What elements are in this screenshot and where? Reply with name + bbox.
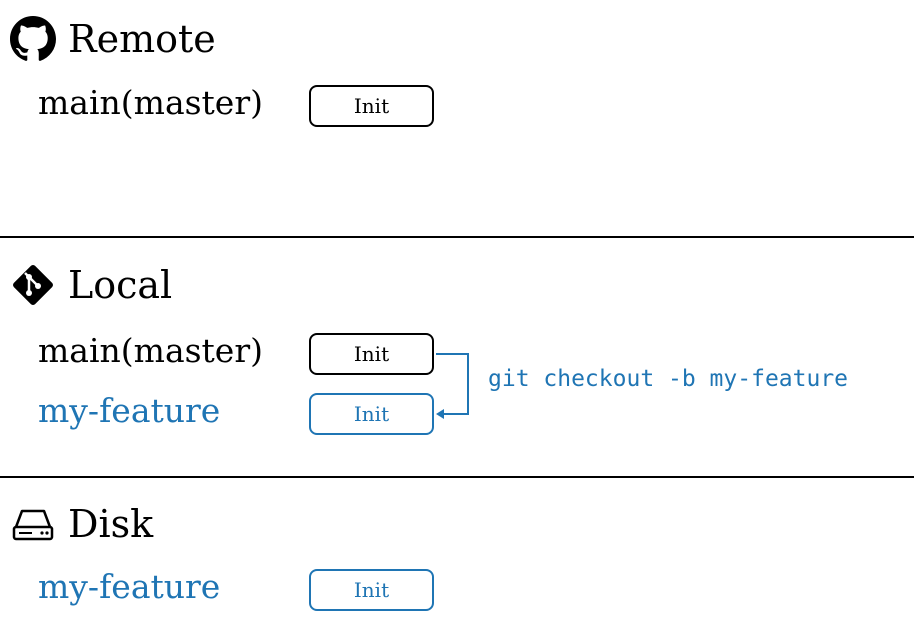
- local-section-title: Local: [10, 262, 172, 308]
- github-icon: [10, 16, 56, 62]
- disk-section-title: Disk: [10, 501, 153, 547]
- local-branch-feature-label: my-feature: [38, 391, 221, 430]
- checkout-arrow: [436, 353, 469, 419]
- remote-branch-main-label: main(master): [38, 83, 263, 122]
- local-branch-main-label: main(master): [38, 331, 263, 370]
- hard-drive-icon: [10, 501, 56, 547]
- git-command-label: git checkout -b my-feature: [488, 366, 849, 392]
- local-feature-commit-box: Init: [309, 393, 434, 435]
- remote-title: Remote: [68, 17, 216, 61]
- disk-feature-commit-box: Init: [309, 569, 434, 611]
- local-title: Local: [68, 263, 173, 307]
- remote-local-divider: [0, 236, 914, 238]
- remote-section-title: Remote: [10, 16, 216, 62]
- local-disk-divider: [0, 476, 914, 478]
- local-main-commit-box: Init: [309, 333, 434, 375]
- remote-main-commit-box: Init: [309, 85, 434, 127]
- git-icon: [10, 262, 56, 308]
- disk-title: Disk: [68, 502, 154, 546]
- disk-branch-feature-label: my-feature: [38, 567, 221, 606]
